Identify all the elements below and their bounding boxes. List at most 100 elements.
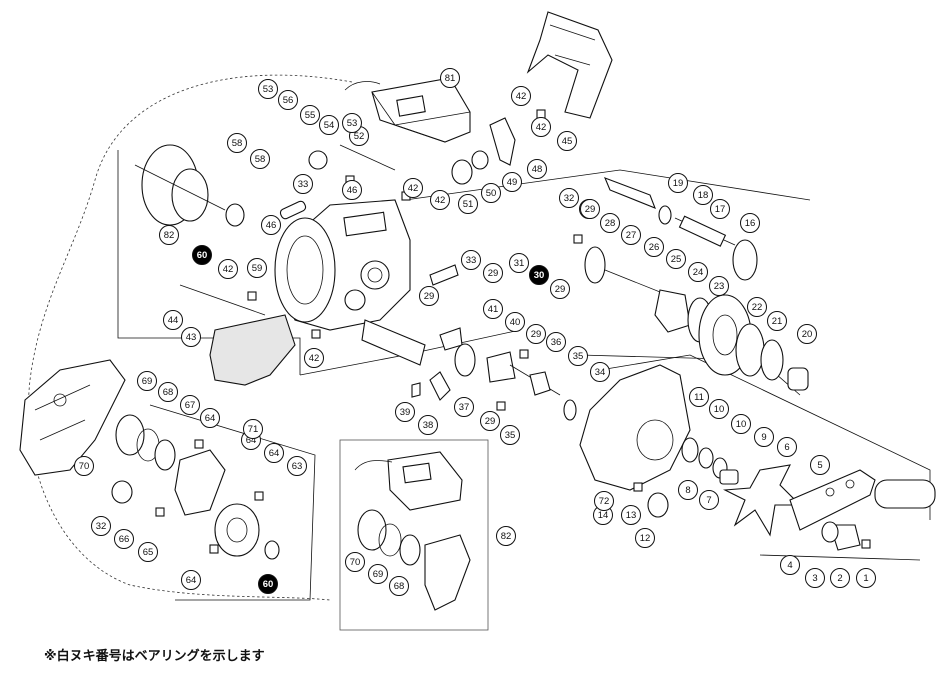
left-cover-frame	[149, 404, 316, 601]
callout-3: 3	[805, 568, 825, 588]
callout-number: 32	[96, 521, 107, 532]
callout-7: 7	[699, 490, 719, 510]
callout-28: 28	[600, 213, 620, 233]
callout-number: 21	[772, 316, 783, 327]
callout-51: 51	[458, 194, 478, 214]
callout-40: 40	[505, 312, 525, 332]
callout-number: 68	[394, 581, 405, 592]
callout-number: 42	[408, 183, 419, 194]
callout-number: 12	[640, 533, 651, 544]
callout-44: 44	[163, 310, 183, 330]
callout-number: 42	[435, 195, 446, 206]
callout-number: 72	[599, 496, 610, 507]
callout-29: 29	[483, 263, 503, 283]
callout-number: 56	[283, 95, 294, 106]
callout-82: 82	[496, 526, 516, 546]
callout-number: 54	[324, 120, 335, 131]
callout-59: 59	[247, 258, 267, 278]
callout-number: 25	[671, 254, 682, 265]
callout-number: 17	[715, 204, 726, 215]
callout-9: 9	[754, 427, 774, 447]
callout-42: 42	[304, 348, 324, 368]
callout-35: 35	[568, 346, 588, 366]
callout-69: 69	[368, 564, 388, 584]
callout-42: 42	[430, 190, 450, 210]
callout-8: 8	[678, 480, 698, 500]
callout-71: 71	[243, 419, 263, 439]
callout-20: 20	[797, 324, 817, 344]
callout-number: 2	[837, 573, 842, 584]
callout-number: 29	[488, 268, 499, 279]
callout-number: 51	[463, 199, 474, 210]
callout-number: 45	[562, 136, 573, 147]
callout-60: 60	[192, 245, 212, 265]
callout-70: 70	[74, 456, 94, 476]
callout-65: 65	[138, 542, 158, 562]
worm-shaft-gears	[584, 177, 809, 391]
callout-number: 34	[595, 367, 606, 378]
callout-number: 46	[347, 185, 358, 196]
callout-number: 13	[626, 510, 637, 521]
callout-number: 27	[626, 230, 637, 241]
callout-42: 42	[403, 178, 423, 198]
callout-number: 4	[787, 560, 792, 571]
callout-1: 1	[856, 568, 876, 588]
callout-number: 42	[536, 122, 547, 133]
clutch-assembly	[361, 264, 577, 421]
callout-30: 30	[529, 265, 549, 285]
callout-23: 23	[709, 276, 729, 296]
callout-number: 29	[531, 329, 542, 340]
inset-parts	[354, 451, 471, 611]
callout-number: 39	[400, 407, 411, 418]
callout-21: 21	[767, 311, 787, 331]
callout-number: 18	[698, 190, 709, 201]
callout-number: 55	[305, 110, 316, 121]
callout-number: 63	[292, 461, 303, 472]
callout-number: 64	[269, 448, 280, 459]
callout-17: 17	[710, 199, 730, 219]
callout-number: 68	[163, 387, 174, 398]
callout-81: 81	[440, 68, 460, 88]
callout-31: 31	[509, 253, 529, 273]
callout-54: 54	[319, 115, 339, 135]
callout-63: 63	[287, 456, 307, 476]
callout-number: 29	[485, 416, 496, 427]
callout-42: 42	[531, 117, 551, 137]
callout-number: 64	[186, 575, 197, 586]
callout-number: 29	[424, 291, 435, 302]
option-parts-box	[339, 439, 489, 631]
callout-66: 66	[114, 529, 134, 549]
callout-number: 53	[347, 118, 358, 129]
callout-82: 82	[159, 225, 179, 245]
callout-number: 67	[185, 400, 196, 411]
callout-19: 19	[668, 173, 688, 193]
callout-number: 82	[164, 230, 175, 241]
callout-number: 71	[248, 424, 259, 435]
callout-number: 69	[142, 376, 153, 387]
callout-37: 37	[454, 397, 474, 417]
callout-12: 12	[635, 528, 655, 548]
callout-5: 5	[810, 455, 830, 475]
callout-29: 29	[550, 279, 570, 299]
callout-29: 29	[480, 411, 500, 431]
callout-number: 60	[263, 579, 274, 590]
callout-number: 64	[246, 435, 257, 446]
callout-number: 52	[354, 131, 365, 142]
callout-number: 35	[573, 351, 584, 362]
callout-number: 14	[598, 510, 609, 521]
callout-48: 48	[527, 159, 547, 179]
callout-number: 70	[79, 461, 90, 472]
callout-4: 4	[780, 555, 800, 575]
left-cover-parts	[111, 414, 280, 560]
clutch-cover	[209, 314, 296, 386]
callout-number: 22	[752, 302, 763, 313]
callout-33: 33	[293, 174, 313, 194]
callout-10: 10	[709, 399, 729, 419]
callout-number: 48	[532, 164, 543, 175]
right-side-plate	[579, 364, 739, 518]
star-drag-handle	[722, 464, 936, 551]
callout-number: 69	[373, 569, 384, 580]
callout-55: 55	[300, 105, 320, 125]
callout-41: 41	[483, 299, 503, 319]
callout-number: 42	[309, 353, 320, 364]
